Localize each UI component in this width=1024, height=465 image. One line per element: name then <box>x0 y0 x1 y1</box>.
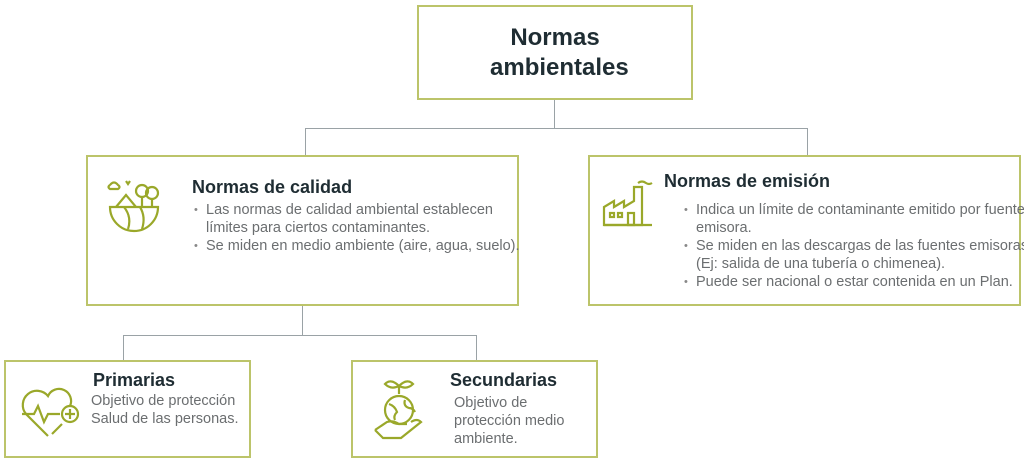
bullet: Las normas de calidad ambiental establec… <box>194 201 526 237</box>
connector <box>305 128 306 156</box>
secundarias-box: Secundarias Objetivo de protección medio… <box>351 360 598 458</box>
secundarias-title: Secundarias <box>450 370 558 390</box>
connector <box>123 335 124 361</box>
connector <box>554 99 555 128</box>
bullet: Indica un límite de contaminante emitido… <box>684 201 1024 237</box>
connector <box>807 128 808 156</box>
connector <box>123 335 476 336</box>
emision-title: Normas de emisión <box>664 171 831 191</box>
emision-box: Normas de emisión Indica un límite de co… <box>588 155 1024 306</box>
bullet: Se miden en las descargas de las fuentes… <box>684 237 1024 273</box>
root-box: Normas ambientales <box>417 5 693 100</box>
primarias-box: Primarias Objetivo de protección Salud d… <box>4 360 251 458</box>
connector <box>476 335 477 361</box>
secundarias-text: Objetivo de protección medio ambiente. <box>454 395 565 447</box>
emision-bullets: Indica un límite de contaminante emitido… <box>682 201 1024 291</box>
calidad-title: Normas de calidad <box>192 177 353 197</box>
calidad-box: Normas de calidad Las normas de calidad … <box>86 155 520 306</box>
earth-hand-plant-icon <box>374 380 423 440</box>
bullet: Puede ser nacional o estar contenida en … <box>684 273 1024 291</box>
primarias-text: Objetivo de protección Salud de las pers… <box>91 393 239 427</box>
calidad-bullets: Las normas de calidad ambiental establec… <box>192 201 526 255</box>
connector <box>302 305 303 335</box>
landscape-globe-icon <box>107 180 160 233</box>
heart-health-icon <box>21 387 80 437</box>
primarias-title: Primarias <box>93 370 176 390</box>
factory-icon <box>602 180 653 227</box>
bullet: Se miden en medio ambiente (aire, agua, … <box>194 237 526 255</box>
connector <box>305 128 808 129</box>
root-title: Normas ambientales <box>490 23 629 81</box>
